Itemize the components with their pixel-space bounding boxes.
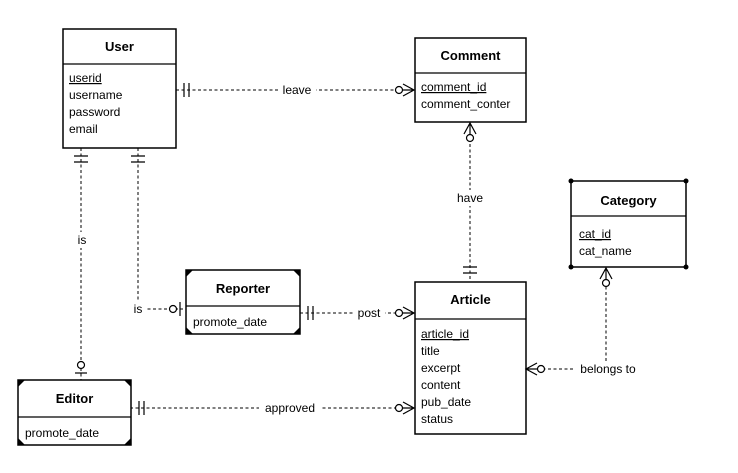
corner-triangle <box>124 438 131 445</box>
attr-pub-date: pub_date <box>421 395 471 409</box>
corner-dot <box>683 264 689 270</box>
zero-many-marker <box>402 306 416 320</box>
entity-user[interactable]: User userid username password email <box>62 28 177 149</box>
attr-title: title <box>421 344 440 358</box>
corner-triangle <box>186 327 193 334</box>
entity-reporter-title: Reporter <box>216 281 270 296</box>
corner-triangle <box>124 380 131 387</box>
label-leave: leave <box>283 83 312 97</box>
corner-dot <box>568 178 574 184</box>
attr-comment-id: comment_id <box>421 80 486 94</box>
corner-triangle <box>18 438 25 445</box>
corner-triangle <box>293 270 300 277</box>
label-post: post <box>358 306 381 320</box>
corner-dot <box>568 264 574 270</box>
attr-email: email <box>69 122 98 136</box>
label-have: have <box>457 191 483 205</box>
one-only-marker <box>183 83 190 97</box>
is-reporter-line <box>137 148 183 310</box>
one-only-marker <box>74 155 88 163</box>
attr-username: username <box>69 88 123 102</box>
zero-many-marker <box>402 401 416 415</box>
one-only-marker <box>463 266 477 274</box>
label-is-editor: is <box>78 233 87 247</box>
attr-cat-name: cat_name <box>579 244 632 258</box>
attr-comment-conter: comment_conter <box>421 97 510 111</box>
entity-user-title: User <box>105 39 134 54</box>
belongs-to-line <box>526 270 607 370</box>
attr-editor-promote-date: promote_date <box>25 426 99 440</box>
relationship-labels: leave have is is post approved belongs t… <box>75 82 641 416</box>
entity-editor[interactable]: Editor promote_date <box>17 379 132 446</box>
attr-article-id: article_id <box>421 327 469 341</box>
one-only-marker <box>131 155 145 163</box>
attr-cat-id: cat_id <box>579 227 611 241</box>
zero-many-marker <box>599 266 613 280</box>
attr-excerpt: excerpt <box>421 361 461 375</box>
cardinality-markers <box>74 83 613 415</box>
zero-marker <box>394 85 404 95</box>
zero-many-marker <box>463 121 477 135</box>
entity-article[interactable]: Article article_id title excerpt content… <box>414 281 527 435</box>
attr-content: content <box>421 378 461 392</box>
label-approved: approved <box>265 401 315 415</box>
zero-marker <box>394 308 404 318</box>
entity-editor-title: Editor <box>56 391 94 406</box>
attr-reporter-promote-date: promote_date <box>193 315 267 329</box>
zero-many-marker <box>402 83 416 97</box>
corner-triangle <box>186 270 193 277</box>
entity-category-title: Category <box>600 193 657 208</box>
label-is-reporter: is <box>134 302 143 316</box>
zero-marker <box>536 364 546 374</box>
zero-marker <box>601 278 611 288</box>
entity-article-title: Article <box>450 292 490 307</box>
zero-marker <box>76 360 86 370</box>
attr-userid: userid <box>69 71 102 85</box>
zero-marker <box>394 403 404 413</box>
one-only-marker <box>138 401 145 415</box>
entity-comment[interactable]: Comment comment_id comment_conter <box>414 37 527 123</box>
label-belongs-to: belongs to <box>580 362 636 376</box>
entity-reporter[interactable]: Reporter promote_date <box>185 269 301 335</box>
zero-marker <box>465 133 475 143</box>
zero-marker <box>168 304 178 314</box>
entity-comment-title: Comment <box>441 48 502 63</box>
corner-triangle <box>293 327 300 334</box>
corner-dot <box>683 178 689 184</box>
entity-category[interactable]: Category cat_id cat_name <box>568 178 689 270</box>
zero-many-marker <box>524 362 538 376</box>
one-only-marker <box>307 306 314 320</box>
attr-password: password <box>69 105 120 119</box>
corner-triangle <box>18 380 25 387</box>
attr-status: status <box>421 412 453 426</box>
